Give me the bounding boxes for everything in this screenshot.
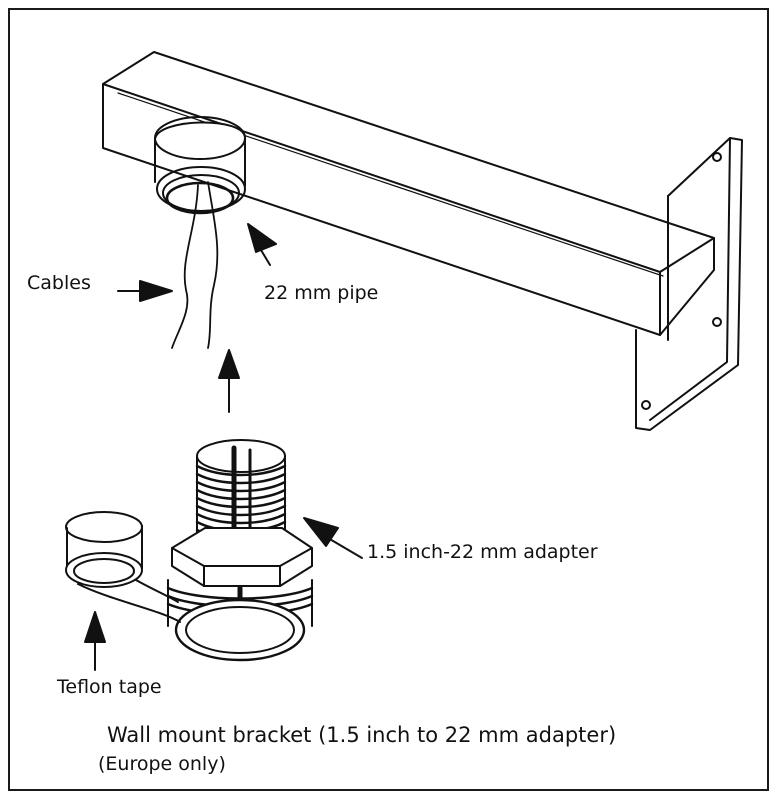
caption-note: (Europe only): [98, 753, 226, 775]
teflon-tape-label: Teflon tape: [57, 676, 162, 698]
bracket-arm: [102, 51, 715, 336]
adapter-drawing: [166, 439, 314, 662]
pipe-collar: [154, 116, 246, 215]
teflon-tape-drawing: [65, 511, 181, 623]
wall-plate: [635, 137, 743, 431]
pipe-label: 22 mm pipe: [264, 282, 379, 304]
adapter-label: 1.5 inch-22 mm adapter: [367, 541, 598, 563]
caption-title: Wall mount bracket (1.5 inch to 22 mm ad…: [107, 723, 617, 747]
cables-drawing: [171, 181, 219, 349]
cables-label: Cables: [27, 272, 91, 294]
figure-frame: [8, 8, 769, 791]
callout-arrows: [84, 223, 363, 671]
